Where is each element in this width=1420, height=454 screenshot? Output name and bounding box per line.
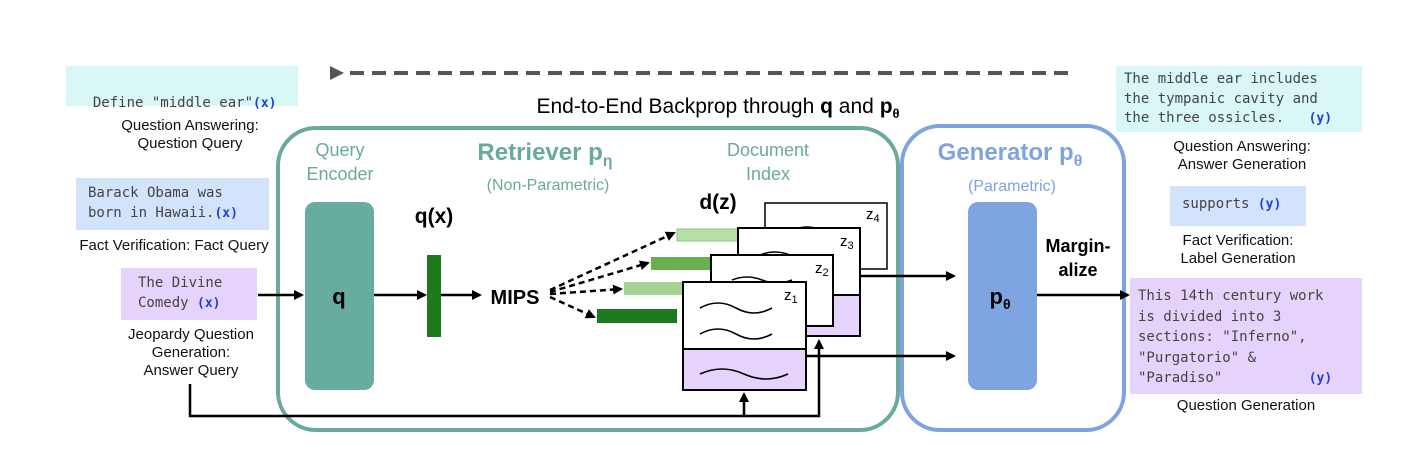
qx-label: q(x)	[415, 205, 454, 228]
backprop-label: End-to-End Backprop through q and pθ	[536, 95, 899, 121]
svg-text:z3: z3	[840, 233, 854, 252]
mips-dashed-arrows	[549, 231, 676, 319]
caption-question-query: Question Answering: Question Query	[121, 117, 259, 152]
output-fact-verification: supports (y)	[1170, 186, 1306, 226]
caption-question-generation: Question Generation	[1176, 397, 1316, 414]
generator-subtitle: (Parametric)	[968, 178, 1056, 195]
query-encoder-box	[305, 202, 374, 390]
generator-region	[900, 124, 1126, 432]
caption-label-generation: Fact Verification: Label Generation	[1180, 232, 1296, 267]
marginalize-label: Margin-alize	[1046, 236, 1111, 280]
input-question-answering: Define "middle ear"(x)	[66, 66, 298, 111]
svg-text:z2: z2	[815, 260, 829, 279]
output-question-answering: The middle ear includes the tympanic cav…	[1116, 66, 1362, 132]
retriever-region	[276, 126, 900, 432]
caption-answer-query: Jeopardy Question Generation: Answer Que…	[128, 326, 254, 379]
input-fact-verification: Barack Obama was born in Hawaii.(x)	[76, 178, 269, 230]
svg-text:z4: z4	[866, 206, 880, 225]
generator-title: Generator pθ	[938, 139, 1083, 170]
query-vector	[427, 255, 441, 337]
generator-box	[968, 202, 1037, 390]
doc-vector-1	[597, 309, 677, 323]
generator-p: pθ	[989, 284, 1010, 312]
mips-label: MIPS	[491, 287, 540, 309]
retriever-subtitle: (Non-Parametric)	[487, 177, 610, 194]
output-question-generation: This 14th century work is divided into 3…	[1130, 278, 1362, 394]
document-z1: z1	[682, 281, 807, 391]
caption-answer-generation: Question Answering: Answer Generation	[1173, 138, 1311, 173]
svg-text:z1: z1	[784, 287, 798, 306]
query-encoder-q: q	[332, 284, 345, 309]
retriever-title: Retriever pη	[477, 139, 612, 170]
input-jeopardy: The Divine Comedy (x)	[121, 268, 257, 320]
caption-fact-query: Fact Verification: Fact Query	[79, 237, 269, 254]
input-bypass-path	[188, 339, 824, 418]
dz-label: d(z)	[699, 191, 736, 214]
